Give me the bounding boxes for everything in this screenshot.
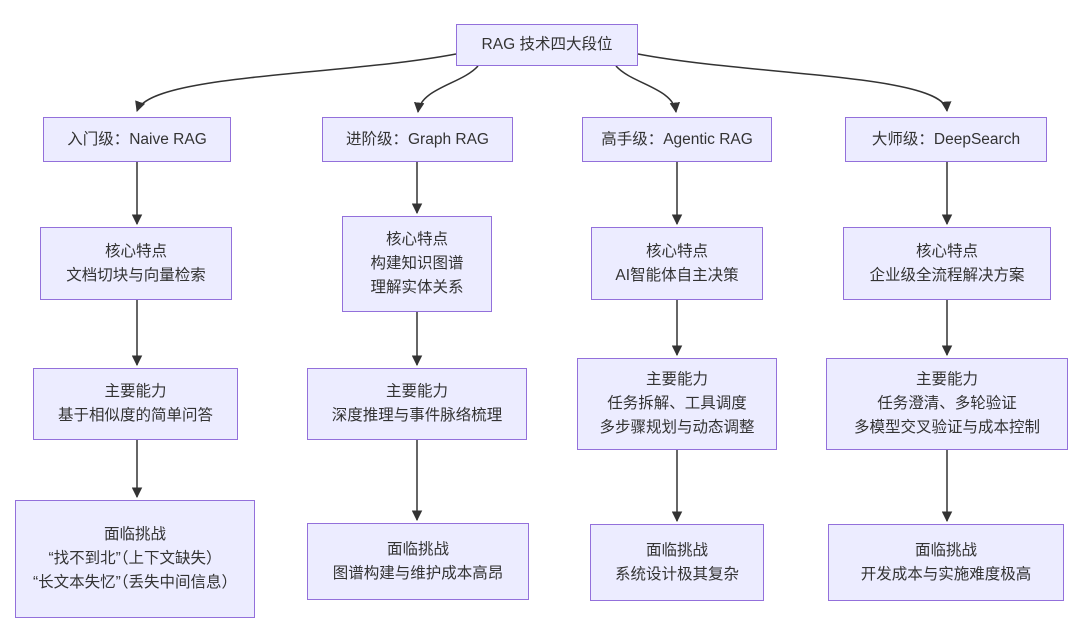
node-naive-rag-core-label: 核心特点 文档切块与向量检索 [66,242,206,284]
node-deepsearch-ability: 主要能力 任务澄清、多轮验证 多模型交叉验证与成本控制 [826,358,1068,450]
node-graph-rag-core-label: 核心特点 构建知识图谱 理解实体关系 [370,231,464,296]
node-deepsearch-core: 核心特点 企业级全流程解决方案 [843,227,1051,300]
node-graph-rag-core: 核心特点 构建知识图谱 理解实体关系 [342,216,492,312]
node-agentic-rag-core: 核心特点 AI智能体自主决策 [591,227,763,300]
edge-root-to-graph [413,65,479,114]
node-root-label: RAG 技术四大段位 [481,36,613,53]
node-deepsearch-challenge-label: 面临挑战 开发成本与实施难度极高 [860,541,1032,583]
node-agentic-rag-core-label: 核心特点 AI智能体自主决策 [615,242,739,284]
node-deepsearch-ability-label: 主要能力 任务澄清、多轮验证 多模型交叉验证与成本控制 [853,371,1040,436]
edge-root-to-deepsearch [637,53,952,113]
node-naive-rag-ability-label: 主要能力 基于相似度的简单问答 [57,383,213,424]
node-graph-rag-level: 进阶级：Graph RAG [322,117,513,162]
edge-root-to-naive [135,53,457,112]
node-agentic-rag-ability: 主要能力 任务拆解、工具调度 多步骤规划与动态调整 [577,358,777,450]
node-graph-rag-challenge: 面临挑战 图谱构建与维护成本高昂 [307,523,529,600]
node-naive-rag-level-label: 入门级：Naive RAG [67,130,207,148]
node-graph-rag-level-label: 进阶级：Graph RAG [346,130,489,148]
node-deepsearch-level: 大师级：DeepSearch [845,117,1047,162]
node-graph-rag-challenge-label: 面临挑战 图谱构建与维护成本高昂 [332,540,504,582]
node-agentic-rag-challenge: 面临挑战 系统设计极其复杂 [590,524,764,601]
node-agentic-rag-level: 高手级：Agentic RAG [582,117,772,162]
node-agentic-rag-ability-label: 主要能力 任务拆解、工具调度 多步骤规划与动态调整 [599,371,755,436]
node-naive-rag-core: 核心特点 文档切块与向量检索 [40,227,232,300]
node-root-title: RAG 技术四大段位 [456,24,638,66]
node-naive-rag-challenge: 面临挑战 “找不到北”（上下文缺失） “长文本失忆”（丢失中间信息） [15,500,255,618]
node-deepsearch-challenge: 面临挑战 开发成本与实施难度极高 [828,524,1064,601]
node-naive-rag-level: 入门级：Naive RAG [43,117,231,162]
node-naive-rag-ability: 主要能力 基于相似度的简单问答 [33,368,238,440]
node-agentic-rag-level-label: 高手级：Agentic RAG [601,130,753,148]
node-graph-rag-ability-label: 主要能力 深度推理与事件脉络梳理 [331,383,503,424]
node-graph-rag-ability: 主要能力 深度推理与事件脉络梳理 [307,368,527,440]
edge-root-to-agentic [615,65,681,114]
node-agentic-rag-challenge-label: 面临挑战 系统设计极其复杂 [614,541,739,583]
node-naive-rag-challenge-label: 面临挑战 “找不到北”（上下文缺失） “长文本失忆”（丢失中间信息） [32,526,238,591]
node-deepsearch-core-label: 核心特点 企业级全流程解决方案 [869,242,1025,284]
node-deepsearch-level-label: 大师级：DeepSearch [871,130,1021,148]
